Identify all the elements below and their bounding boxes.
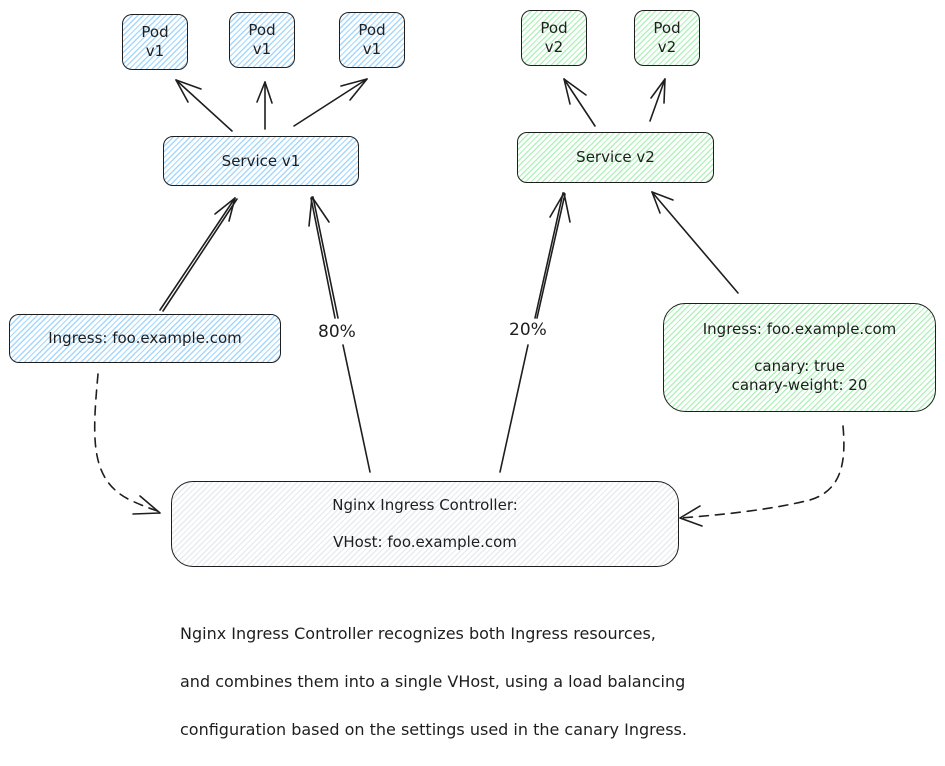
pod-v1-2[interactable]: Pod v1 [229,12,295,68]
service-v1[interactable]: Service v1 [163,136,359,186]
canary-weight: canary-weight: 20 [731,375,868,394]
caption: Nginx Ingress Controller recognizes both… [180,598,687,766]
arrow-service-v2-to-pod-v2-1 [563,78,596,127]
pod-version: v2 [657,38,677,56]
dashed-arrow-ingress-canary-to-controller [679,425,845,527]
pod-v1-3[interactable]: Pod v1 [339,12,405,68]
pod-version: v2 [544,38,564,56]
arrow-controller-to-service-v1 [308,196,371,473]
weight-label-v2: 20% [507,320,549,340]
controller-vhost: VHost: foo.example.com [333,533,517,551]
nginx-ingress-controller[interactable]: Nginx Ingress Controller: VHost: foo.exa… [171,481,679,567]
ingress-v1[interactable]: Ingress: foo.example.com [9,314,281,363]
caption-line-3: configuration based on the settings used… [180,720,687,739]
ingress-canary-label: Ingress: foo.example.com [702,320,897,339]
controller-title: Nginx Ingress Controller: [332,496,518,515]
connector-layer [93,78,845,527]
caption-line-2: and combines them into a single VHost, u… [180,672,686,691]
dashed-arrow-ingress-v1-to-controller [93,373,161,515]
service-v2[interactable]: Service v2 [517,132,714,183]
arrow-ingress-canary-to-service-v2 [651,191,739,294]
arrow-controller-to-service-v2 [499,192,571,473]
pod-version: v1 [145,42,165,60]
pod-label: Pod [358,21,386,40]
pod-v1-1[interactable]: Pod v1 [122,14,188,70]
pod-label: Pod [141,23,169,42]
arrow-ingress-v1-to-service-v1 [159,197,238,312]
pod-label: Pod [540,19,568,38]
pod-version: v1 [252,40,272,58]
pod-label: Pod [248,21,276,40]
canary-flag: canary: true [754,357,845,376]
arrow-service-v1-to-pod-v1-3 [293,78,368,127]
service-v1-label: Service v1 [221,151,301,170]
pod-v2-2[interactable]: Pod v2 [634,10,700,66]
ingress-canary[interactable]: Ingress: foo.example.com canary: true ca… [663,303,936,412]
arrow-service-v1-to-pod-v1-2 [256,81,273,130]
pod-label: Pod [653,19,681,38]
caption-line-1: Nginx Ingress Controller recognizes both… [180,624,656,643]
arrow-service-v2-to-pod-v2-2 [649,78,666,122]
ingress-v1-label: Ingress: foo.example.com [48,329,242,348]
service-v2-label: Service v2 [576,148,655,167]
pod-v2-1[interactable]: Pod v2 [521,10,587,66]
weight-label-v1: 80% [316,322,358,342]
arrow-service-v1-to-pod-v1-1 [175,79,233,132]
pod-version: v1 [362,40,382,58]
